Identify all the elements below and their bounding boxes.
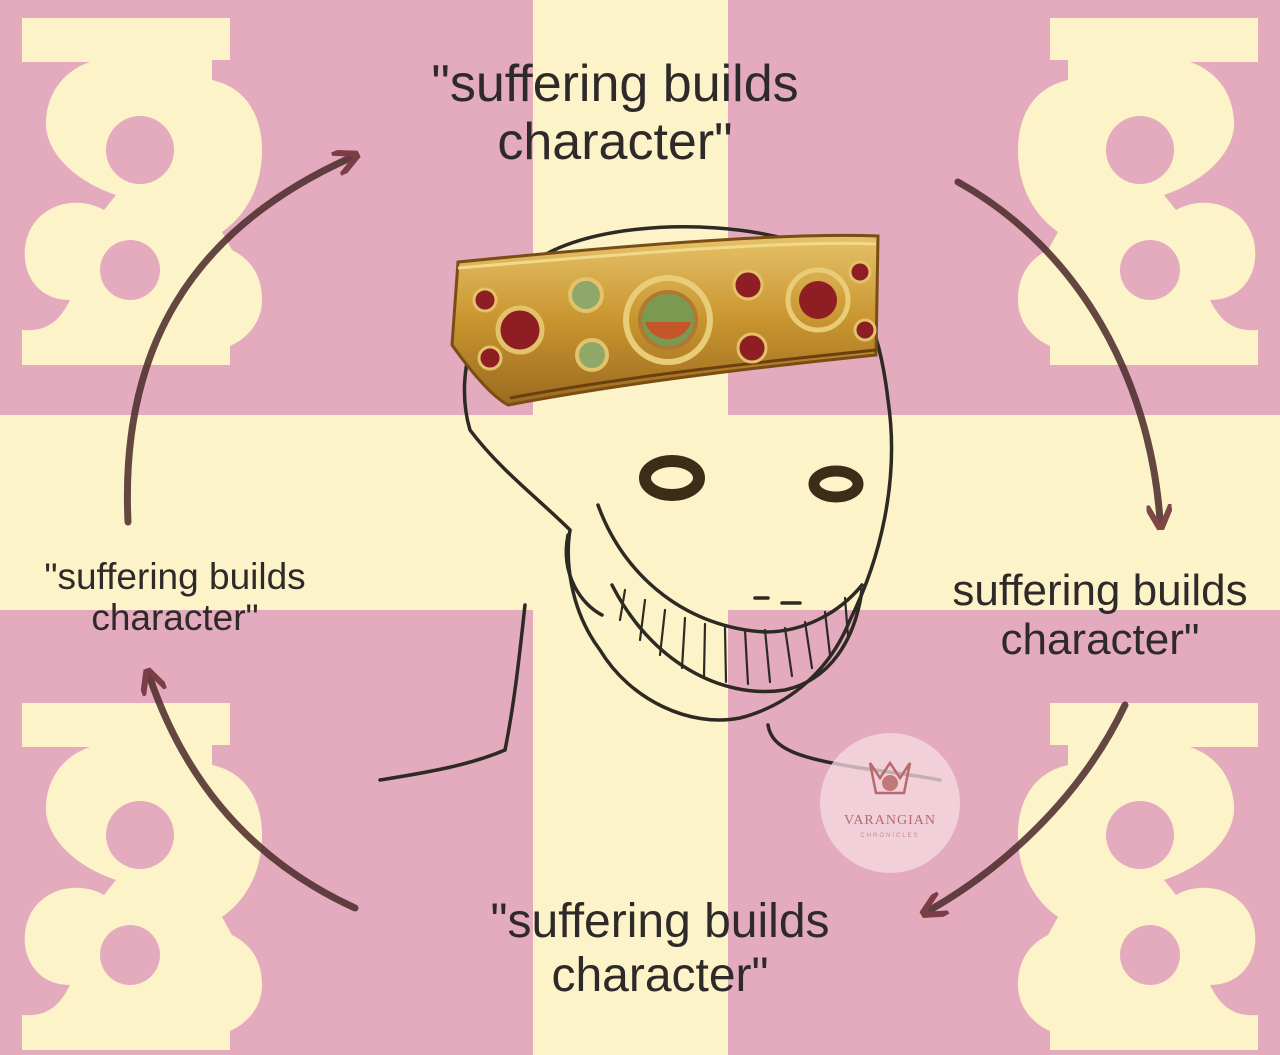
watermark-brand: VARANGIAN (844, 813, 936, 828)
flag-emblem-top-left (22, 18, 262, 365)
crown-icon (450, 233, 880, 407)
left-eye (639, 455, 705, 501)
caption-right-line-1: suffering builds (952, 566, 1248, 615)
nose (753, 596, 802, 605)
caption-left: "suffering builds character" (5, 556, 345, 639)
neck-left (378, 603, 527, 782)
caption-right-line-2: character" (1000, 615, 1200, 665)
caption-top: "suffering builds character" (380, 55, 850, 171)
flag-emblem-bottom-right (1018, 703, 1258, 1050)
teeth (618, 588, 850, 686)
arrow-right-to-bottom (930, 701, 1129, 910)
caption-bottom-line-1: "suffering builds (490, 895, 830, 948)
arrow-top-to-right (954, 178, 1160, 520)
arrow-bottom-to-left (150, 678, 359, 912)
watermark-subtitle: CHRONICLES (860, 833, 920, 839)
arrow-left-to-top (123, 158, 350, 526)
watermark: VARANGIAN CHRONICLES (820, 733, 960, 873)
watermark-emblem-icon (868, 760, 912, 795)
caption-right: suffering builds character" (915, 566, 1280, 665)
caption-bottom-line-2: character" (551, 948, 769, 1002)
right-eye (808, 465, 864, 503)
left-ear-line (564, 533, 604, 617)
caption-left-line-1: "suffering builds (44, 556, 306, 597)
caption-bottom: "suffering builds character" (420, 895, 900, 1003)
flag-cross-horizontal (0, 415, 1280, 610)
caption-left-line-2: character" (91, 597, 259, 639)
caption-top-line-1: "suffering builds (431, 55, 799, 113)
caption-top-line-2: character" (497, 113, 733, 172)
flag-emblem-top-right (1018, 18, 1258, 365)
flag-emblem-bottom-left (22, 703, 262, 1050)
smile-bottom (610, 583, 864, 694)
